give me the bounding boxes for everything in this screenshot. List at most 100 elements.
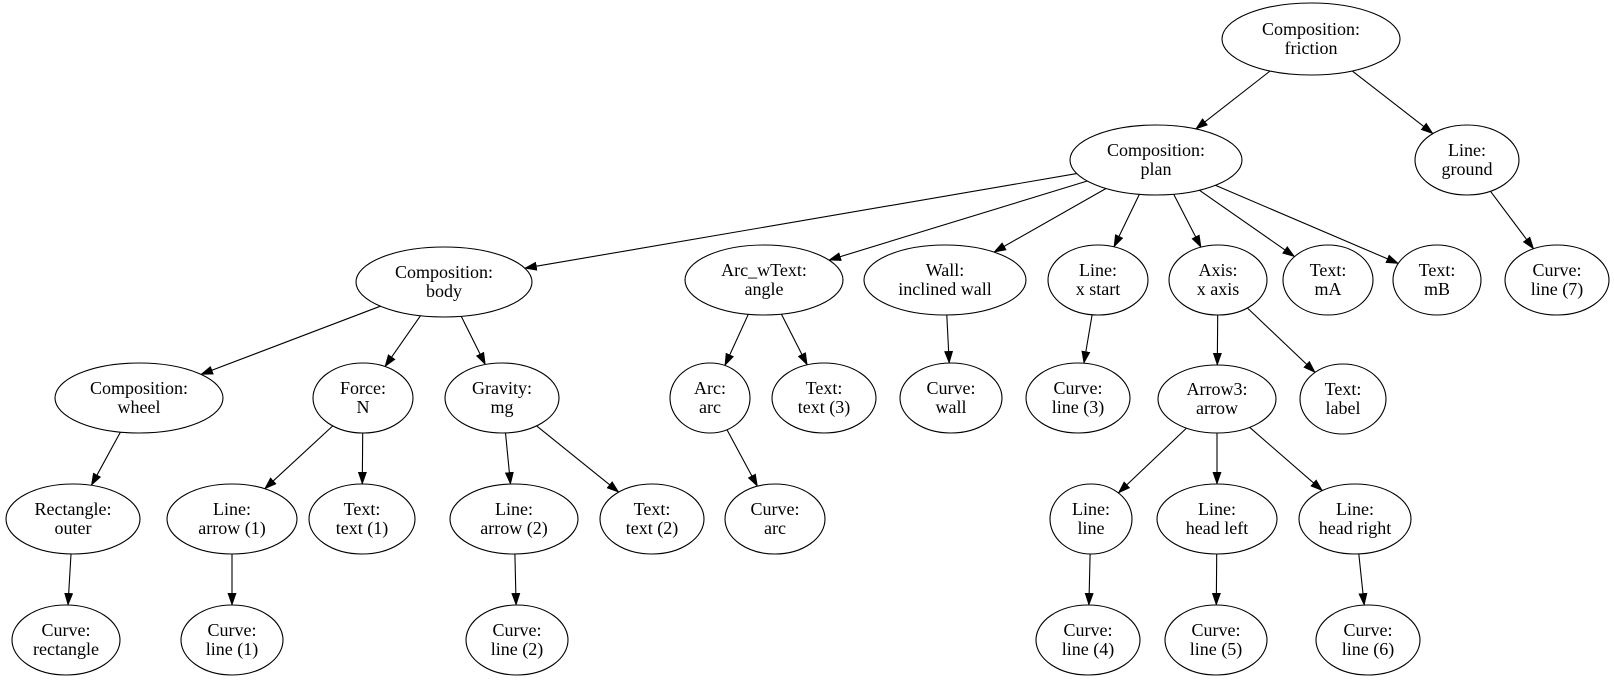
node-label-line1: Curve: xyxy=(493,620,542,640)
node-label-line2: line (2) xyxy=(491,639,543,660)
node-ellipse-wheel xyxy=(54,362,224,434)
node-text-label: Text:label xyxy=(1299,363,1387,435)
edge-wheel-to-rect-outer xyxy=(90,431,121,487)
node-label-line2: head right xyxy=(1319,518,1391,538)
node-label-line1: Curve: xyxy=(208,620,257,640)
node-label-line1: Text: xyxy=(634,499,671,519)
node-ellipse-x-start xyxy=(1047,244,1149,316)
edge-plan-to-x-start xyxy=(1113,194,1140,248)
node-rect-outer: Rectangle:outer xyxy=(5,483,141,555)
node-mA: Text:mA xyxy=(1282,244,1374,316)
node-label-line2: mA xyxy=(1315,279,1342,299)
node-head-left: Line:head left xyxy=(1156,483,1278,555)
node-label-line2: x axis xyxy=(1197,279,1240,299)
node-label-line1: Text: xyxy=(1419,260,1456,280)
node-line-3: Curve:line (3) xyxy=(1025,362,1131,434)
node-ellipse-mA xyxy=(1282,244,1374,316)
node-ellipse-line-1 xyxy=(180,604,284,676)
node-body: Composition:body xyxy=(355,246,533,318)
node-text-2: Text:text (2) xyxy=(599,483,705,555)
node-force-n: Force:N xyxy=(312,362,414,434)
edge-rect-outer-to-curve-rect xyxy=(64,553,74,606)
node-label-line2: line xyxy=(1078,518,1105,538)
node-label-line2: text (3) xyxy=(798,397,850,418)
edge-plan-to-angle xyxy=(828,180,1088,261)
node-ellipse-mB xyxy=(1392,244,1482,316)
node-ellipse-angle xyxy=(684,244,844,316)
edge-gravity-mg-to-arrow-2 xyxy=(504,432,514,486)
edge-arc-to-curve-arc xyxy=(726,429,758,488)
node-arrow-1: Line:arrow (1) xyxy=(166,483,298,555)
node-ellipse-gravity-mg xyxy=(444,362,560,434)
node-ellipse-head-left xyxy=(1156,483,1278,555)
node-label-line2: arrow (2) xyxy=(480,518,547,539)
node-ellipse-curve-wall xyxy=(899,362,1003,434)
node-ellipse-rect-outer xyxy=(5,483,141,555)
node-ellipse-body xyxy=(355,246,533,318)
node-label-line1: Arc_wText: xyxy=(721,260,807,280)
edge-plan-to-x-axis xyxy=(1173,194,1202,249)
node-label-line1: Arrow3: xyxy=(1187,379,1248,399)
node-curve-arc: Curve:arc xyxy=(724,483,826,555)
node-arc: Arc:arc xyxy=(669,362,751,434)
node-label-line1: Curve: xyxy=(1192,620,1241,640)
node-label-line2: ground xyxy=(1442,159,1493,179)
edge-angle-to-text-3 xyxy=(780,313,808,366)
node-ellipse-arrow-1 xyxy=(166,483,298,555)
edge-plan-to-inclined-wall xyxy=(993,188,1107,253)
node-line-2: Curve:line (2) xyxy=(465,604,569,676)
node-label-line2: text (1) xyxy=(336,518,388,539)
node-label-line1: Text: xyxy=(344,499,381,519)
node-label-line1: Curve: xyxy=(42,620,91,640)
node-label-line2: inclined wall xyxy=(898,279,991,299)
node-angle: Arc_wText:angle xyxy=(684,244,844,316)
node-ellipse-arrow-2 xyxy=(449,483,579,555)
node-inclined-wall: Wall:inclined wall xyxy=(863,244,1027,316)
node-label-line1: Line: xyxy=(213,499,251,519)
edge-plan-to-body xyxy=(523,173,1077,271)
node-friction: Composition:friction xyxy=(1221,2,1401,76)
node-label-line2: wheel xyxy=(118,397,161,417)
node-plan: Composition:plan xyxy=(1069,124,1243,196)
node-label-line2: mB xyxy=(1424,279,1450,299)
node-label-line1: Curve: xyxy=(1344,620,1393,640)
node-curve-wall: Curve:wall xyxy=(899,362,1003,434)
node-ellipse-line-7 xyxy=(1504,244,1610,316)
edge-angle-to-arc xyxy=(724,314,749,367)
node-label-line2: mg xyxy=(490,397,513,417)
node-ellipse-line-2 xyxy=(465,604,569,676)
node-label-line2: rectangle xyxy=(33,639,99,659)
node-ellipse-text-3 xyxy=(771,362,877,434)
edge-plan-to-mA xyxy=(1198,189,1296,258)
node-label-line1: Composition: xyxy=(90,378,188,398)
node-label-line1: Arc: xyxy=(694,378,726,398)
node-label-line2: body xyxy=(426,281,462,301)
node-text-1: Text:text (1) xyxy=(308,483,416,555)
node-label-line1: Composition: xyxy=(1107,140,1205,160)
node-label-line2: N xyxy=(357,397,370,417)
node-label-line1: Line: xyxy=(1072,499,1110,519)
node-label-line2: line (3) xyxy=(1052,397,1104,418)
node-ellipse-arrow3 xyxy=(1157,364,1277,434)
node-ellipse-curve-rect xyxy=(11,604,121,676)
node-label-line1: Composition: xyxy=(395,262,493,282)
node-label-line1: Line: xyxy=(1336,499,1374,519)
edge-force-n-to-arrow-1 xyxy=(263,425,334,490)
node-arrow3: Arrow3:arrow xyxy=(1157,364,1277,434)
node-label-line2: arc xyxy=(699,397,721,417)
edge-arrow3-to-line-line xyxy=(1117,427,1187,494)
node-label-line1: Curve: xyxy=(751,499,800,519)
node-label-line2: outer xyxy=(55,518,92,538)
node-head-right: Line:head right xyxy=(1298,483,1412,555)
node-label-line1: Line: xyxy=(1198,499,1236,519)
node-label-line2: line (5) xyxy=(1190,639,1242,660)
node-label-line1: Curve: xyxy=(1064,620,1113,640)
node-arrow-2: Line:arrow (2) xyxy=(449,483,579,555)
node-ellipse-plan xyxy=(1069,124,1243,196)
node-ellipse-line-5 xyxy=(1164,604,1268,676)
node-label-line2: plan xyxy=(1141,159,1172,179)
node-x-axis: Axis:x axis xyxy=(1168,244,1268,316)
node-ellipse-arc xyxy=(669,362,751,434)
